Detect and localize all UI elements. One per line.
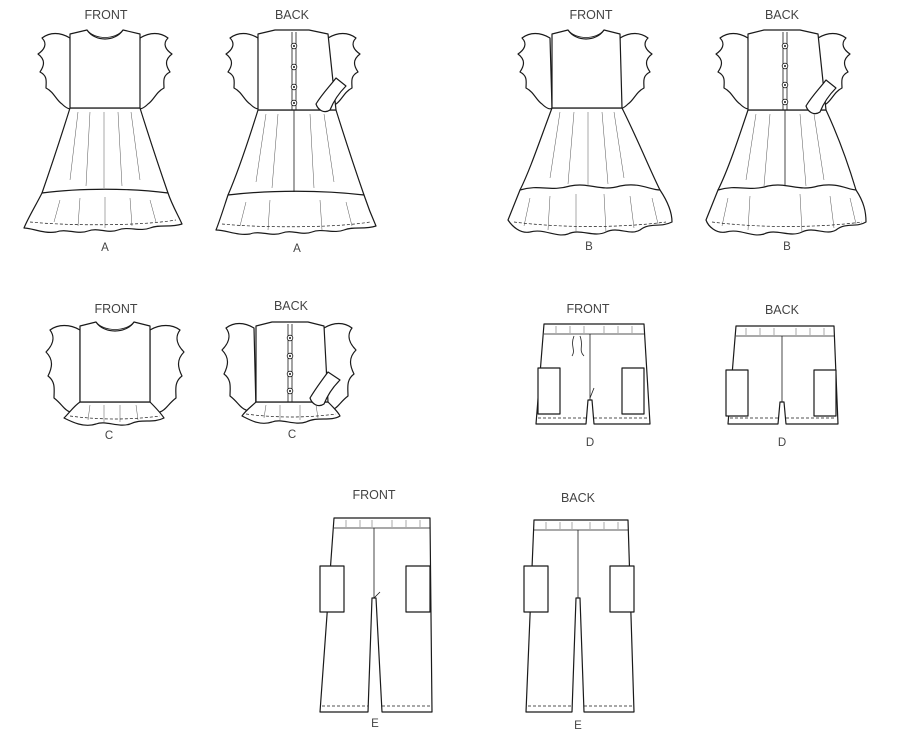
gathers <box>87 404 139 422</box>
view-b-back-header: BACK <box>765 8 800 22</box>
ruffle-left <box>45 324 81 415</box>
gathers <box>523 111 659 233</box>
view-a-back-header: BACK <box>275 8 310 22</box>
dress-b-back-illustration <box>705 29 867 236</box>
waist-gathers <box>345 520 421 527</box>
top-c-front-illustration <box>45 321 185 426</box>
fly-stitch <box>373 591 381 599</box>
view-e-back-code: E <box>574 720 582 732</box>
ruffle-left <box>715 32 751 110</box>
dress-b-front-illustration <box>507 29 673 236</box>
dress-a-front-illustration <box>23 29 183 234</box>
view-c-back-header: BACK <box>274 299 309 313</box>
view-a-front-code: A <box>101 242 109 254</box>
pocket-left <box>537 367 561 415</box>
gathers <box>721 113 857 233</box>
ruffle-right <box>617 32 653 110</box>
pants-body <box>319 517 433 713</box>
skirt <box>717 109 857 191</box>
pants-e-front-illustration <box>319 517 433 713</box>
bodice <box>69 29 141 109</box>
view-c-front-header: FRONT <box>94 302 137 316</box>
view-d-back-header: BACK <box>765 303 800 317</box>
pocket-left <box>523 565 549 613</box>
view-b-front-code: B <box>585 241 593 253</box>
gathers <box>53 111 157 228</box>
pocket-right <box>621 367 645 415</box>
ruffle-left <box>221 322 257 413</box>
bodice <box>551 29 623 109</box>
waist-gathers <box>555 326 633 333</box>
pants-body <box>525 519 635 713</box>
hem-stitch <box>221 221 371 228</box>
neckline <box>86 29 124 38</box>
skirt <box>227 109 365 196</box>
shorts-body <box>727 325 839 425</box>
skirt <box>41 107 169 194</box>
view-d-back-code: D <box>778 437 786 449</box>
waist-gathers <box>545 522 619 529</box>
hem-stitch <box>513 221 667 227</box>
hem-stitch <box>29 219 177 226</box>
pocket-left <box>725 369 749 417</box>
skirt-tier <box>23 188 183 234</box>
view-d-front-header: FRONT <box>566 302 609 316</box>
tie-string <box>571 335 585 357</box>
gathers <box>239 113 353 231</box>
skirt-flounce <box>507 184 673 236</box>
ruffle-right <box>149 324 185 415</box>
pocket-left <box>319 565 345 613</box>
hem-stitch <box>711 221 863 227</box>
pocket-right <box>609 565 635 613</box>
view-b-back-code: B <box>783 241 791 253</box>
ruffle-right <box>137 32 173 110</box>
bodice <box>79 321 151 403</box>
view-d-front-code: D <box>586 437 594 449</box>
dress-a-back-illustration <box>215 29 377 236</box>
zipper-flap <box>315 77 347 113</box>
view-a-back-code: A <box>293 243 301 255</box>
view-a-front-header: FRONT <box>84 8 127 22</box>
skirt-tier <box>215 190 377 236</box>
top-c-back-illustration <box>221 321 357 424</box>
view-e-front-header: FRONT <box>352 488 395 502</box>
shorts-d-back-illustration <box>725 325 839 425</box>
neckline <box>95 321 135 330</box>
shorts-d-front-illustration <box>535 323 651 425</box>
view-e-front-code: E <box>371 718 379 730</box>
pants-e-back-illustration <box>523 519 635 713</box>
hem-stitch <box>245 413 337 418</box>
zipper-flap <box>805 79 837 115</box>
ruffle-left <box>517 32 553 110</box>
pocket-right <box>405 565 431 613</box>
view-c-front-code: C <box>105 430 113 442</box>
gathers <box>263 404 319 420</box>
fly-stitch <box>589 387 595 399</box>
neckline <box>567 29 605 38</box>
pocket-right <box>813 369 837 417</box>
view-b-front-header: FRONT <box>569 8 612 22</box>
view-c-back-code: C <box>288 429 296 441</box>
zipper-flap <box>309 371 341 407</box>
peplum <box>241 401 341 424</box>
hem-stitch <box>69 415 161 420</box>
ruffle-left <box>37 32 73 110</box>
view-e-back-header: BACK <box>561 491 596 505</box>
skirt <box>519 107 661 191</box>
peplum <box>63 401 165 426</box>
bodice <box>257 29 337 111</box>
waist-gathers <box>745 328 825 335</box>
skirt-flounce <box>705 184 867 236</box>
ruffle-left <box>225 32 261 110</box>
